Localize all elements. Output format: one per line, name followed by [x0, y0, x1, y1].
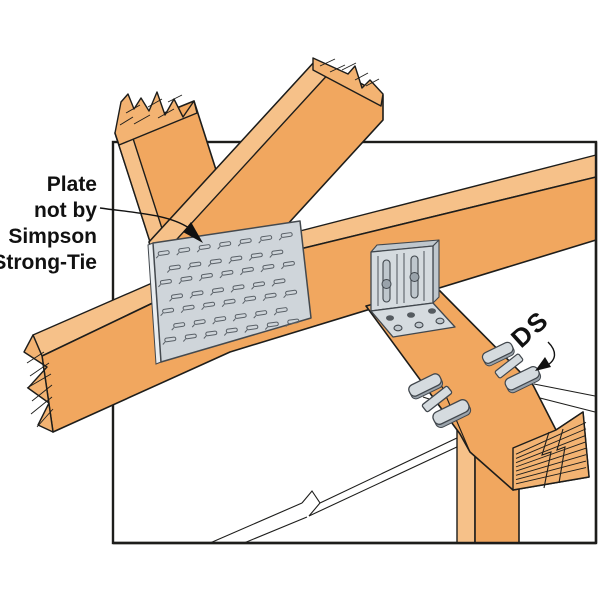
lamination-hatch: [515, 422, 587, 485]
wood-grain-hatch: [119, 94, 183, 126]
bracket-holes: [386, 308, 445, 332]
wood-grain-hatch: [26, 351, 54, 428]
bracket-ribs: [377, 251, 425, 306]
plate-callout-line4: Strong-Tie: [0, 251, 97, 274]
plate-callout: Plate not by Simpson Strong-Tie: [0, 173, 203, 274]
nail-plate-slots: [155, 232, 300, 345]
plate-arrowhead-icon: [183, 222, 203, 243]
ceiling-panel-edge-right: [533, 383, 596, 413]
plate-callout-line2: not by: [34, 199, 97, 222]
bracket-bolt: [409, 272, 420, 282]
plate-callout-line3: Simpson: [8, 225, 97, 248]
drawing-frame-overlay: [113, 142, 598, 545]
nail-plate: [147, 220, 312, 365]
bracket-bolt: [381, 279, 392, 289]
plate-leader-line: [99, 207, 190, 229]
truss-web-right: [148, 57, 384, 280]
ds-arrowhead-icon: [535, 357, 551, 371]
wood-grain-hatch: [319, 58, 380, 87]
ceiling-panel-edge: [209, 436, 460, 544]
plate-callout-line1: Plate: [47, 173, 97, 196]
angle-bracket: [370, 239, 456, 338]
